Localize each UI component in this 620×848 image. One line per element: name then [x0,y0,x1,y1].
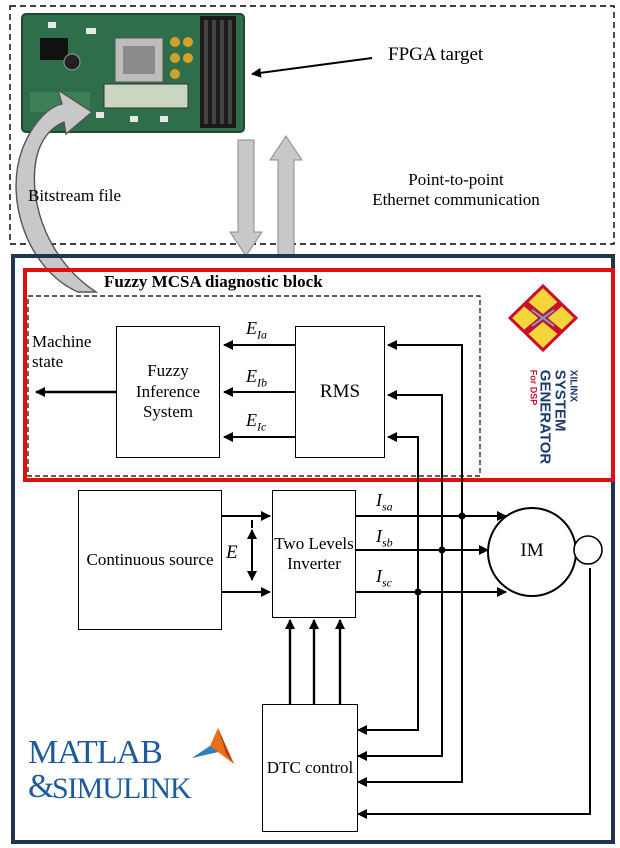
simulink-wordmark: SIMULINK [52,772,192,805]
matlab-wordmark: MATLAB [28,734,163,771]
gate-signal-arrows [285,619,345,704]
fpga-region-frame [9,5,615,245]
ethernet-arrows [229,135,303,257]
dc-voltage-label: E [226,542,238,563]
fis-block: Fuzzy Inference System [116,326,220,458]
current-feedback-wires [357,340,591,819]
simulink-region-frame [11,254,615,844]
dc-link-wires [222,511,271,597]
bitstream-label: Bitstream file [28,186,122,205]
continuous-source-block: Continuous source [78,490,222,630]
bitstream-arrow [15,88,99,293]
motor-label: IM [520,540,544,561]
motor-shaft [573,535,603,565]
signal-i-sa: Isa [376,490,393,514]
dtc-control-block: DTC control [262,704,358,832]
matlab-simulink-logo: MATLAB & SIMULINK [28,728,248,820]
fpga-target-label: FPGA target [388,44,484,65]
signal-e-ib: EIb [246,366,267,390]
fuzzy-block-title: Fuzzy MCSA diagnostic block [104,272,323,291]
rms-block: RMS [295,326,385,458]
matlab-membrane-icon [192,728,234,764]
inverter-block: Two Levels Inverter [272,490,356,618]
fuzzy-block-dashed-frame [27,295,481,477]
signal-i-sb: Isb [376,526,393,550]
fuzzy-block-red-frame [23,268,615,482]
signal-i-sc: Isc [376,566,392,590]
wire-junctions [414,512,466,596]
inverter-output-wires [356,511,507,597]
fpga-target-pointer [251,57,373,78]
machine-state-label: Machine state [32,332,92,371]
error-signal-arrows [223,340,295,442]
signal-e-ia: EIa [246,318,267,342]
ethernet-label: Point-to-point Ethernet communication [372,170,540,209]
xilinx-logo [507,283,579,353]
xilinx-logo-text: XILINX SYSTEM GENERATOR For DSP [528,369,579,465]
signal-e-ic: EIc [246,410,267,434]
matlab-ampersand: & [28,768,55,805]
